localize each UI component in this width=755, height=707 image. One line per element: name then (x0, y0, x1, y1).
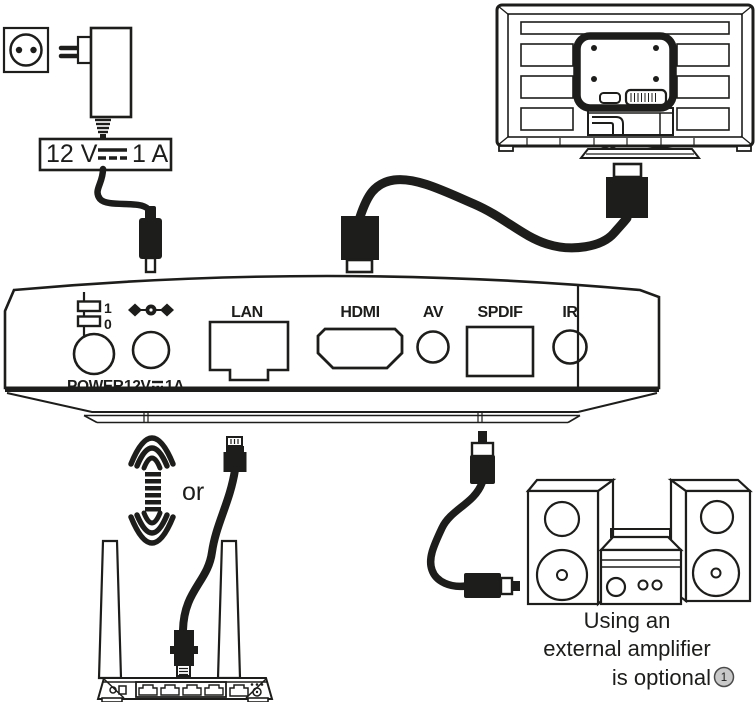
volume-knob[interactable] (605, 576, 627, 598)
hdmi-label: HDMI (340, 304, 379, 321)
ir-port[interactable] (552, 329, 588, 365)
rj45-connector-top (223, 436, 247, 472)
or-label: or (182, 478, 204, 506)
tv-inner-frame (507, 13, 743, 138)
tv-vent (676, 75, 730, 99)
right-speaker (667, 477, 753, 604)
hdmi-connector-to-tv (606, 177, 648, 218)
caption-line-2: external amplifier (543, 636, 711, 661)
caption-line-1: Using an (584, 608, 671, 633)
router-lan-ports (135, 681, 227, 698)
tv-stand (578, 145, 702, 159)
router-power-jack (109, 686, 117, 694)
woofer (535, 548, 589, 602)
spdif-cable (426, 431, 520, 598)
av-label: AV (423, 304, 444, 321)
wall-outlet-icon (2, 26, 50, 74)
rating-volts: 12 V (46, 140, 98, 168)
dc-polarity-symbol (128, 303, 174, 317)
power-button[interactable] (72, 332, 116, 376)
caption-line-3: is optional (612, 665, 711, 690)
dc-power-cable (94, 165, 162, 274)
dc-plug-boot (145, 206, 156, 220)
tweeter (543, 500, 581, 538)
screw-hole (591, 45, 597, 51)
av-port[interactable] (416, 330, 450, 364)
screw-hole (653, 76, 659, 82)
spdif-label: SPDIF (477, 304, 523, 321)
spdif-port[interactable] (465, 325, 535, 378)
tv-rear (495, 3, 755, 159)
tv-vent (520, 43, 574, 67)
router-antenna-jack (250, 683, 264, 697)
lan-label: LAN (231, 304, 263, 321)
amp-button[interactable] (651, 579, 663, 591)
tv-vent (676, 43, 730, 67)
ir-label: IR (562, 304, 578, 321)
tv-foot (736, 145, 752, 152)
rating-amps: 1 A (132, 140, 168, 168)
power-switch-symbol: 1 0 (76, 292, 112, 336)
tweeter (699, 499, 735, 535)
set-top-box: 1 0 POWER 12V 1A LAN HDMI AV SPDIF IR (3, 274, 661, 424)
tv-vent (520, 107, 574, 131)
router-foot (101, 697, 123, 703)
footnote-badge (713, 666, 735, 688)
power-label: POWER (67, 378, 124, 395)
dc-symbol (98, 148, 127, 160)
dc-symbol-small (152, 380, 163, 389)
hdmi-connector-to-box (341, 216, 379, 260)
rj45-connector-bottom (170, 630, 198, 677)
screw-hole (591, 76, 597, 82)
tv-hdmi-port (599, 92, 621, 104)
dc-plug-tip (144, 256, 157, 274)
dc-plug-body (139, 218, 162, 259)
hdmi-cable (341, 162, 648, 274)
router (96, 539, 274, 703)
audio-system (525, 477, 753, 607)
hdmi-connector-tip (345, 258, 374, 274)
router-antenna-left (97, 539, 123, 680)
tv-vent (676, 107, 730, 131)
screw-hole (653, 45, 659, 51)
tv-vent (520, 75, 574, 99)
hdmi-connector-tip (612, 162, 643, 179)
optical-connector-top (470, 431, 495, 484)
dc-volt-label: 12V (124, 378, 151, 395)
optical-connector-bottom (464, 573, 520, 598)
tv-cable-recess (587, 107, 674, 136)
switch-off-label: 0 (104, 316, 112, 332)
router-wan-port (229, 684, 249, 697)
router-foot (247, 697, 269, 703)
ethernet-cable (170, 436, 247, 677)
tv-scart-port (624, 88, 668, 109)
footnote-number: 1 (721, 672, 727, 684)
box-bottom-band (5, 386, 659, 392)
lan-port[interactable] (208, 320, 290, 382)
switch-on-label: 1 (104, 300, 112, 316)
router-antenna-right (216, 539, 242, 680)
dc-amp-label: 1A (165, 378, 184, 395)
wifi-link-icon (128, 435, 176, 546)
dc-input-jack[interactable] (131, 330, 171, 370)
tv-foot (498, 145, 514, 152)
woofer (691, 548, 741, 598)
amplifier (598, 528, 684, 606)
adapter-body (89, 26, 133, 119)
caption-note: Using an external amplifier is optional … (543, 608, 735, 690)
power-adapter (58, 26, 133, 140)
hdmi-port[interactable] (316, 327, 404, 370)
box-skirt (6, 392, 658, 424)
amp-button[interactable] (637, 579, 649, 591)
power-rating-label: 12 V 1 A (38, 137, 173, 172)
